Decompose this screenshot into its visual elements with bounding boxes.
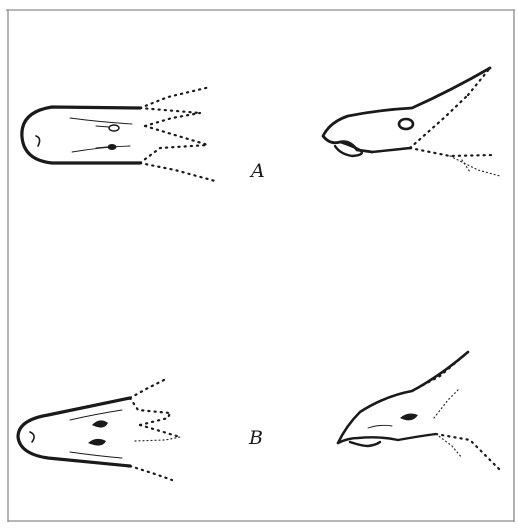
panel-b-lateral-head — [338, 352, 500, 470]
panel-b-lateral-neck — [412, 352, 500, 470]
panel-b-dorsal-head — [18, 378, 180, 480]
panel-a-dorsal-neck — [140, 87, 215, 181]
panel-a-lateral-neck — [410, 68, 500, 176]
panel-a: A — [22, 68, 500, 182]
panel-a-lateral-head — [323, 68, 500, 176]
panel-b-dorsal-eyes — [88, 420, 108, 445]
panel-a-dorsal-eyes — [96, 125, 119, 150]
panel-a-lateral-eye — [399, 119, 413, 129]
panel-b: B — [18, 352, 500, 480]
panel-a-dorsal-head — [22, 87, 215, 181]
panel-b-label: B — [248, 427, 263, 449]
panel-a-label: A — [249, 160, 265, 182]
panel-b-dorsal-neck — [130, 378, 180, 480]
panel-b-lateral-eye — [400, 414, 418, 421]
